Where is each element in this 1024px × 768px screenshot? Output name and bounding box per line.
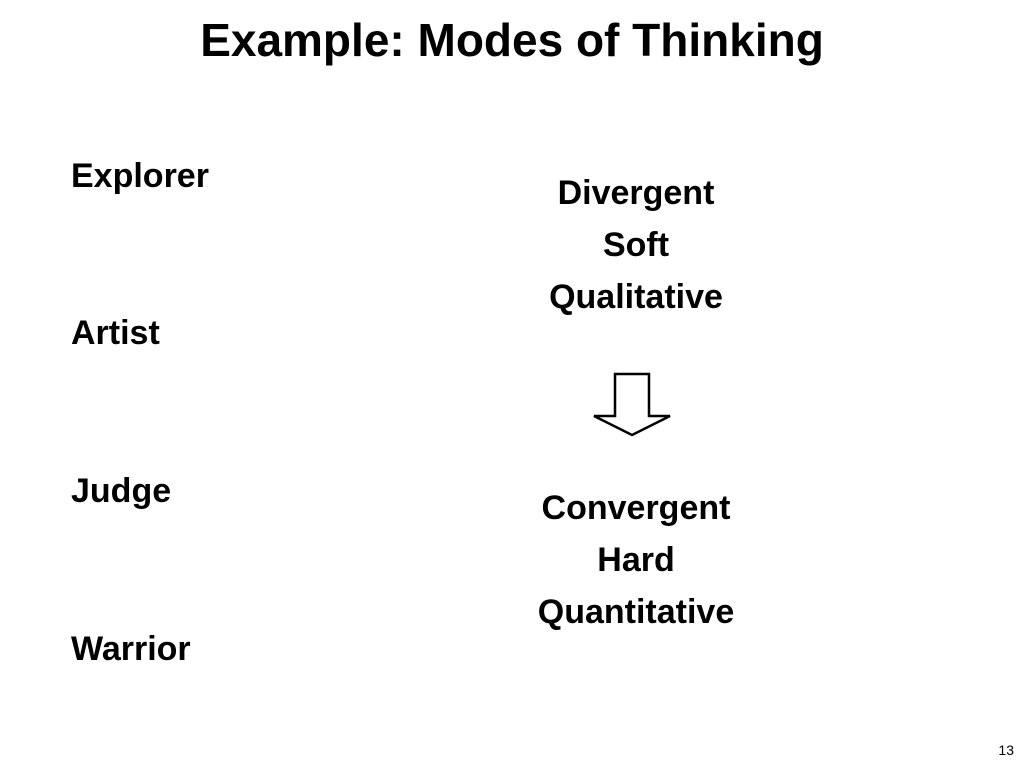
mode-artist: Artist [71,314,160,352]
page-number: 13 [998,742,1014,758]
mode-explorer: Explorer [71,157,209,195]
mode-judge: Judge [71,472,172,510]
qualitative-label: Qualitative [549,278,723,316]
down-arrow-icon [593,372,671,437]
hard-label: Hard [597,541,675,579]
convergent-group: Convergent Hard Quantitative [436,482,836,638]
quantitative-label: Quantitative [537,593,735,631]
mode-warrior: Warrior [71,630,191,668]
divergent-group: Divergent Soft Qualitative [436,167,836,323]
slide-title: Example: Modes of Thinking [200,14,824,66]
convergent-label: Convergent [541,489,731,527]
soft-label: Soft [602,226,670,264]
divergent-label: Divergent [557,174,715,212]
